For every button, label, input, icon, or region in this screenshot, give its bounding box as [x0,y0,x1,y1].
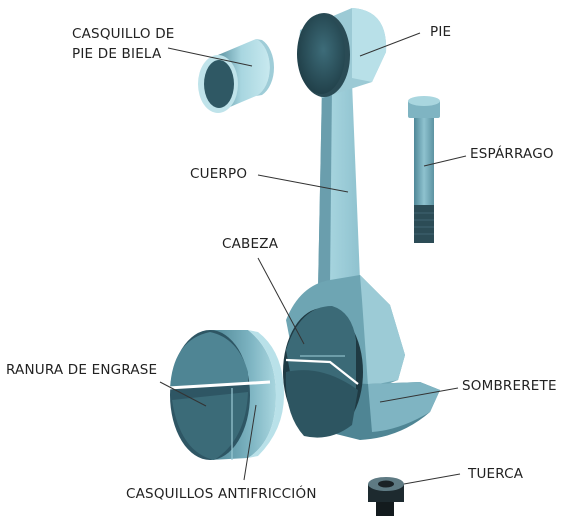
small-end-bushing [198,39,274,113]
label-tuerca: TUERCA [468,466,523,483]
label-casquillo-line1: CASQUILLO DE [72,26,175,43]
stud-bolt [408,96,440,243]
nut [368,477,404,516]
label-esparrago: ESPÁRRAGO [470,146,554,163]
label-casquillos-antifriccion: CASQUILLOS ANTIFRICCIÓN [126,486,317,503]
label-casquillo-pie-de-biela: CASQUILLO DE PIE DE BIELA [72,26,175,63]
label-cabeza: CABEZA [222,236,278,253]
label-ranura-de-engrase: RANURA DE ENGRASE [6,362,157,379]
label-pie: PIE [430,24,451,41]
label-sombrerete: SOMBRERETE [462,378,557,395]
label-casquillo-line2: PIE DE BIELA [72,46,175,63]
label-cuerpo: CUERPO [190,166,247,183]
